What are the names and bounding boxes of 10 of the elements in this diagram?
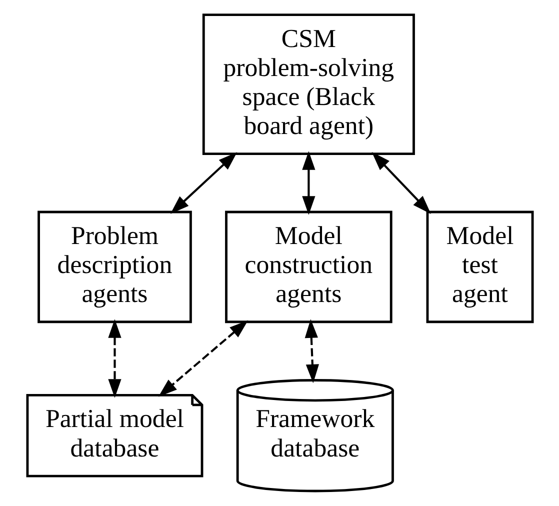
arrow xyxy=(108,319,121,398)
arrow xyxy=(304,319,318,384)
node-box: CSM problem-solving space (Black board agent) xyxy=(202,14,414,156)
node-box: Problem description agents xyxy=(37,210,192,324)
node-box: Model construction agents xyxy=(224,210,392,324)
arrow xyxy=(302,151,315,215)
arrow xyxy=(371,152,430,214)
arrow xyxy=(158,320,248,397)
node-box: Model test agent xyxy=(426,210,534,324)
arrow xyxy=(170,152,237,214)
